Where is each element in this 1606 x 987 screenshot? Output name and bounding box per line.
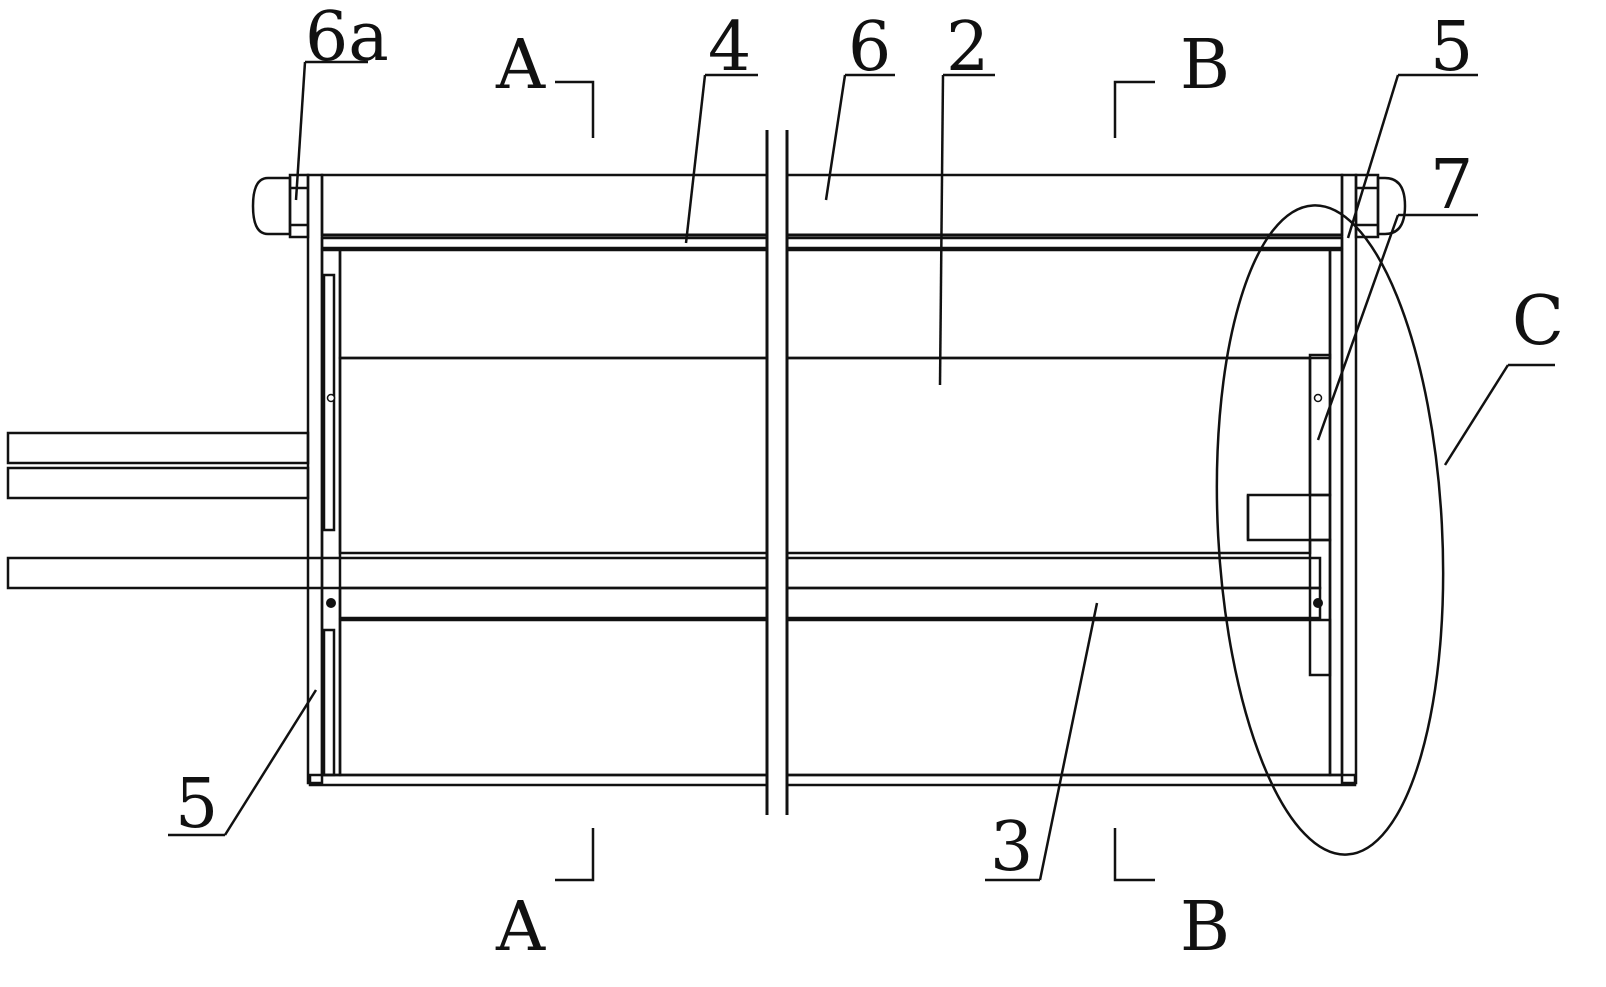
label-section-b-bottom: B [1180, 888, 1230, 967]
detail-circle-c [1215, 204, 1555, 856]
label-7: 7 [1430, 146, 1473, 225]
lower-fine-strip [338, 586, 1322, 620]
right-end-wall [1308, 173, 1358, 785]
label-4: 4 [708, 8, 751, 87]
label-section-a-top: A [495, 26, 546, 105]
break-gap [765, 130, 789, 815]
label-5-left: 5 [175, 765, 218, 844]
label-2: 2 [946, 8, 989, 87]
label-section-b-top: B [1180, 26, 1230, 105]
label-5-right: 5 [1430, 8, 1473, 87]
bottom-plate [308, 773, 1357, 787]
top-cover-plate [320, 173, 1344, 237]
left-pipes [6, 431, 310, 500]
central-rod [6, 556, 1322, 590]
upper-coarse-layer [338, 248, 1332, 360]
middle-fine-layer [338, 356, 1312, 555]
end-caps [251, 173, 1407, 239]
label-6: 6 [848, 8, 891, 87]
label-c: C [1512, 282, 1564, 361]
label-section-a-bottom: A [495, 888, 546, 967]
bracket-7 [1246, 493, 1332, 542]
lower-coarse-layer [338, 618, 1332, 777]
left-end-wall [306, 173, 342, 785]
section-markers [555, 80, 1155, 882]
label-6a: 6a [305, 0, 389, 77]
thin-plate [320, 236, 1344, 250]
label-3: 3 [990, 808, 1033, 887]
leader-lines [168, 60, 1478, 882]
